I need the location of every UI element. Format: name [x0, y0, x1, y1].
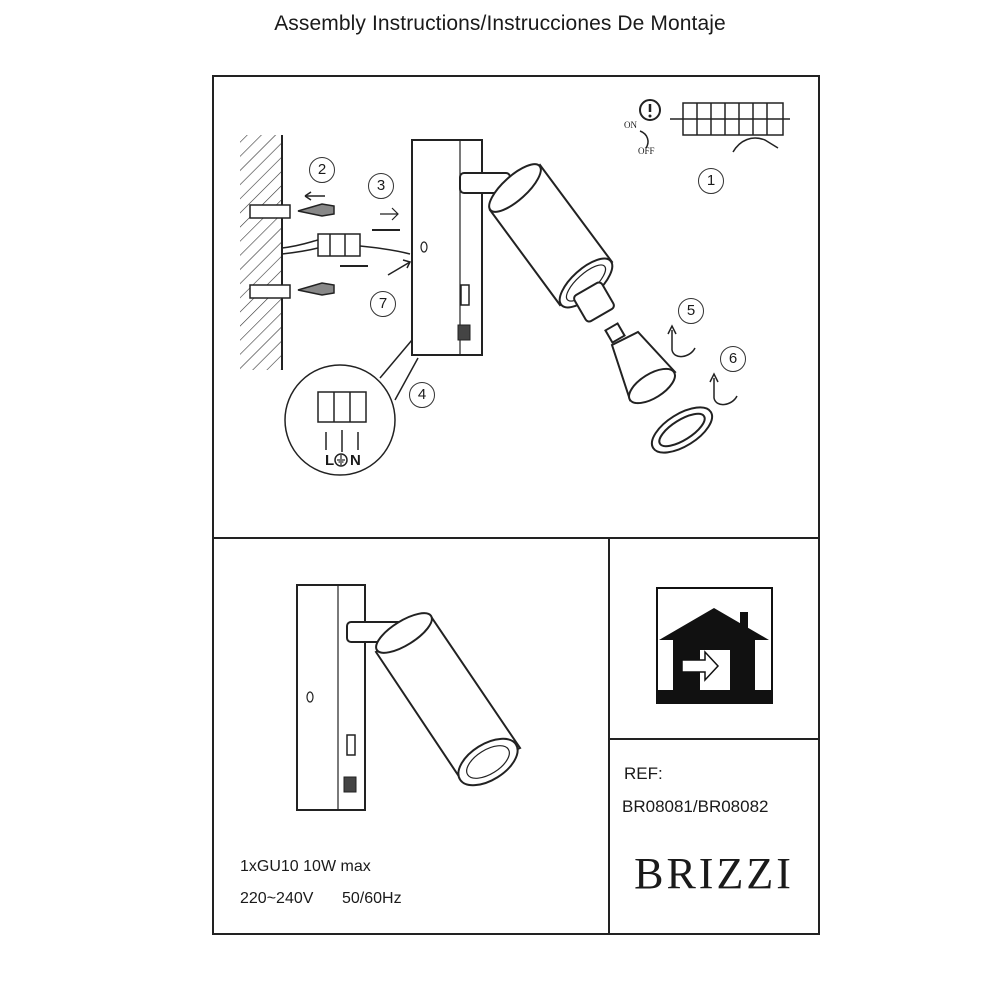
wall-hatching — [240, 135, 283, 370]
assembled-wall-lamp — [296, 584, 522, 811]
warning-icon — [639, 99, 661, 121]
lamp-spec: 1xGU10 10W max — [240, 858, 371, 875]
gu10-bulb — [604, 322, 677, 405]
terminal-live-label: L — [325, 452, 335, 469]
rotation-arrows — [667, 324, 738, 406]
section-divider — [212, 537, 820, 539]
voltage-spec: 220~240V — [240, 890, 314, 907]
step-number-4: 4 — [409, 382, 435, 408]
switch-on-label: ON — [624, 120, 637, 130]
info-column-divider — [608, 537, 610, 935]
ref-label: REF: — [624, 764, 663, 783]
step-number-3: 3 — [368, 173, 394, 199]
step-number-1: 1 — [698, 168, 724, 194]
brand-name: BRIZZI — [634, 849, 794, 898]
step-number-7: 7 — [370, 291, 396, 317]
frequency-spec: 50/60Hz — [342, 890, 402, 907]
step-number-6: 6 — [720, 346, 746, 372]
page-title: Assembly Instructions/Instrucciones De M… — [274, 12, 726, 35]
step-number-2: 2 — [309, 157, 335, 183]
switch-off-label: OFF — [638, 146, 655, 156]
terminal-connector — [281, 233, 411, 257]
screw-anchors — [297, 191, 335, 296]
spotlight-head — [459, 163, 615, 323]
ref-divider — [608, 738, 820, 740]
step-number-5: 5 — [678, 298, 704, 324]
terminal-neutral-label: N — [350, 452, 361, 469]
indoor-use-house-icon — [656, 587, 773, 704]
wiring-callout — [284, 339, 419, 476]
mounting-screws — [340, 207, 412, 276]
instruction-frame — [212, 75, 820, 935]
retaining-ring — [650, 406, 714, 454]
earth-ground-icon — [334, 453, 348, 467]
ref-codes: BR08081/BR08082 — [622, 797, 769, 816]
wall-plugs — [249, 204, 291, 299]
switch-off-arrow — [639, 130, 649, 149]
circuit-breaker-panel — [670, 102, 790, 153]
